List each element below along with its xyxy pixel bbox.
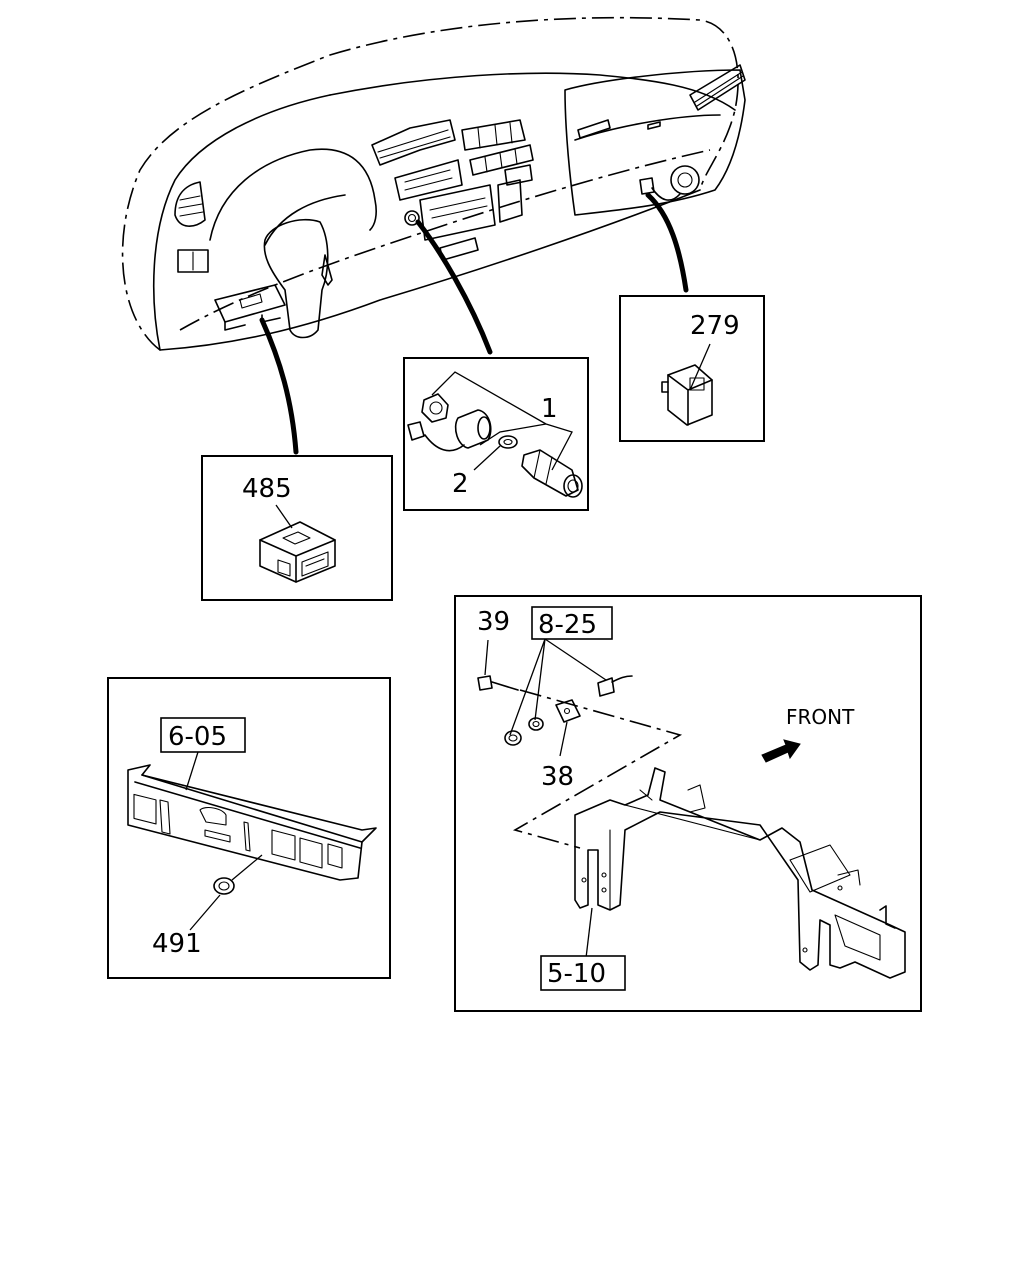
front-label: FRONT — [786, 705, 855, 729]
dashboard-illustration — [121, 16, 746, 351]
callout-box-cigar-lighter: 1 2 — [403, 357, 589, 511]
part-label-491: 491 — [152, 929, 202, 959]
callout-box-279: 279 — [619, 295, 765, 442]
callout-box-chassis: 39 8-25 38 FRONT — [454, 595, 922, 1012]
part-label-39: 39 — [477, 607, 510, 637]
part-label-485: 485 — [242, 474, 292, 504]
harness-line-1 — [415, 219, 493, 355]
ref-label-8-25: 8-25 — [538, 610, 597, 640]
callout-box-6-05: 6-05 491 — [107, 677, 391, 979]
part-label-38: 38 — [541, 762, 574, 792]
part-label-2: 2 — [452, 469, 469, 499]
part-label-279: 279 — [690, 311, 740, 341]
ref-label-5-10: 5-10 — [547, 959, 606, 989]
harness-line-279 — [645, 192, 689, 293]
harness-line-485 — [259, 317, 299, 455]
front-arrow-icon — [761, 739, 801, 763]
part-label-1: 1 — [541, 394, 558, 424]
ref-label-6-05: 6-05 — [168, 722, 227, 752]
callout-box-485: 485 — [201, 455, 393, 601]
